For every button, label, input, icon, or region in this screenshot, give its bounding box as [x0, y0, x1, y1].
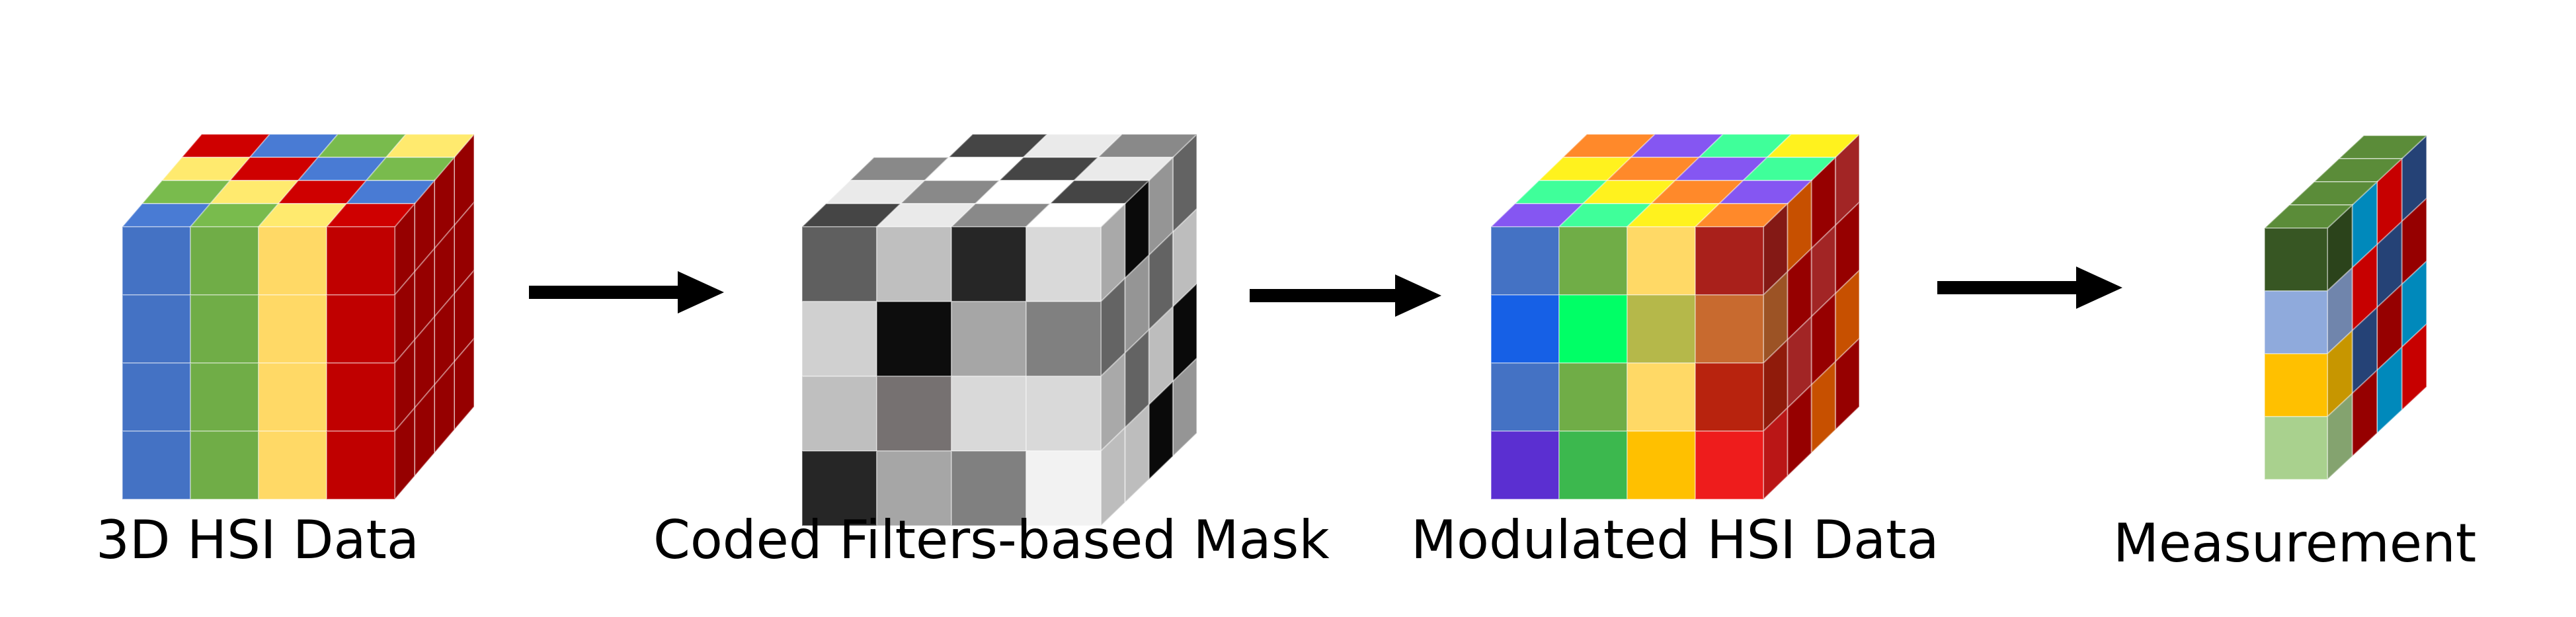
cube-front-face [326, 431, 395, 500]
cube-front-face [951, 376, 1027, 452]
stage-label-coded-mask: Coded Filters-based Mask [653, 509, 1330, 571]
stage-label-modulated-data: Modulated HSI Data [1411, 509, 1939, 571]
cube-front-face [1026, 301, 1102, 377]
cube-front-face [258, 362, 327, 432]
cube-front-face [1695, 226, 1764, 296]
cube-front-face [1026, 450, 1102, 526]
cube-front-face [801, 301, 877, 377]
cube-front-face [801, 376, 877, 452]
cube-front-face [1026, 376, 1102, 452]
cube-front-face [1627, 294, 1696, 364]
cube-stack-2 [1489, 132, 1861, 501]
flow-arrow-head-0 [678, 271, 724, 313]
cube-front-face [258, 226, 327, 296]
cube-front-face [2264, 227, 2328, 292]
cube-front-face [1695, 431, 1764, 500]
cube-front-face [1558, 226, 1628, 296]
cube-front-face [190, 431, 259, 500]
cube-front-face [1490, 431, 1560, 500]
cube-front-face [1490, 226, 1560, 296]
cube-front-face [1558, 362, 1628, 432]
cube-front-face [1026, 226, 1102, 302]
cube-layer [120, 132, 2429, 528]
cube-front-face [1490, 294, 1560, 364]
cube-front-face [951, 226, 1027, 302]
cube-front-face [1627, 362, 1696, 432]
cube-front-face [1558, 294, 1628, 364]
cube-front-face [1695, 294, 1764, 364]
cube-front-face [190, 362, 259, 432]
cube-front-face [122, 226, 191, 296]
flow-arrow-head-2 [2076, 267, 2122, 309]
cube-front-face [190, 294, 259, 364]
cube-front-face [122, 294, 191, 364]
cube-front-face [326, 294, 395, 364]
cube-front-face [258, 431, 327, 500]
cube-front-face [1695, 362, 1764, 432]
cube-front-face [876, 226, 952, 302]
cube-front-face [801, 226, 877, 302]
cube-front-face [1490, 362, 1560, 432]
cube-front-face [876, 376, 952, 452]
cube-front-face [1558, 431, 1628, 500]
cube-front-face [2264, 290, 2328, 354]
cube-front-face [876, 301, 952, 377]
cube-front-face [326, 362, 395, 432]
cube-front-face [2264, 416, 2328, 480]
cube-stack-3 [2263, 134, 2429, 481]
cube-front-face [326, 226, 395, 296]
cube-front-face [2264, 353, 2328, 417]
cube-stack-1 [800, 132, 1199, 528]
cube-front-face [951, 301, 1027, 377]
flow-arrow-head-1 [1395, 274, 1441, 317]
cube-front-face [1627, 226, 1696, 296]
arrow-layer [529, 267, 2122, 317]
cube-stack-0 [120, 132, 476, 501]
cube-front-face [1627, 431, 1696, 500]
cube-front-face [258, 294, 327, 364]
cube-front-face [122, 431, 191, 500]
stage-label-hsi-data: 3D HSI Data [96, 509, 419, 571]
cube-front-face [122, 362, 191, 432]
cube-front-face [190, 226, 259, 296]
stage-label-measurement: Measurement [2113, 513, 2477, 574]
